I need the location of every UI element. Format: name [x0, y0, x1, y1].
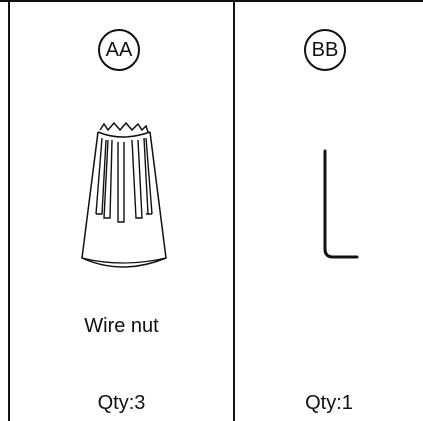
callout-badge-bb: BB: [304, 29, 346, 71]
callout-label: BB: [311, 38, 339, 61]
top-border: [0, 0, 423, 2]
part-cell-bb: BB Qty:1: [235, 0, 423, 421]
hex-key-icon: [323, 149, 359, 259]
left-border: [8, 0, 10, 421]
part-quantity: Qty:1: [305, 392, 353, 414]
callout-label: AA: [105, 38, 133, 61]
callout-badge-aa: AA: [98, 29, 140, 71]
wire-nut-icon: [81, 121, 167, 268]
part-quantity: Qty:3: [97, 392, 146, 414]
part-cell-aa: AA Wire nut Qty:3: [10, 0, 233, 421]
column-divider: [233, 0, 235, 421]
part-name: Wire nut: [84, 315, 159, 337]
